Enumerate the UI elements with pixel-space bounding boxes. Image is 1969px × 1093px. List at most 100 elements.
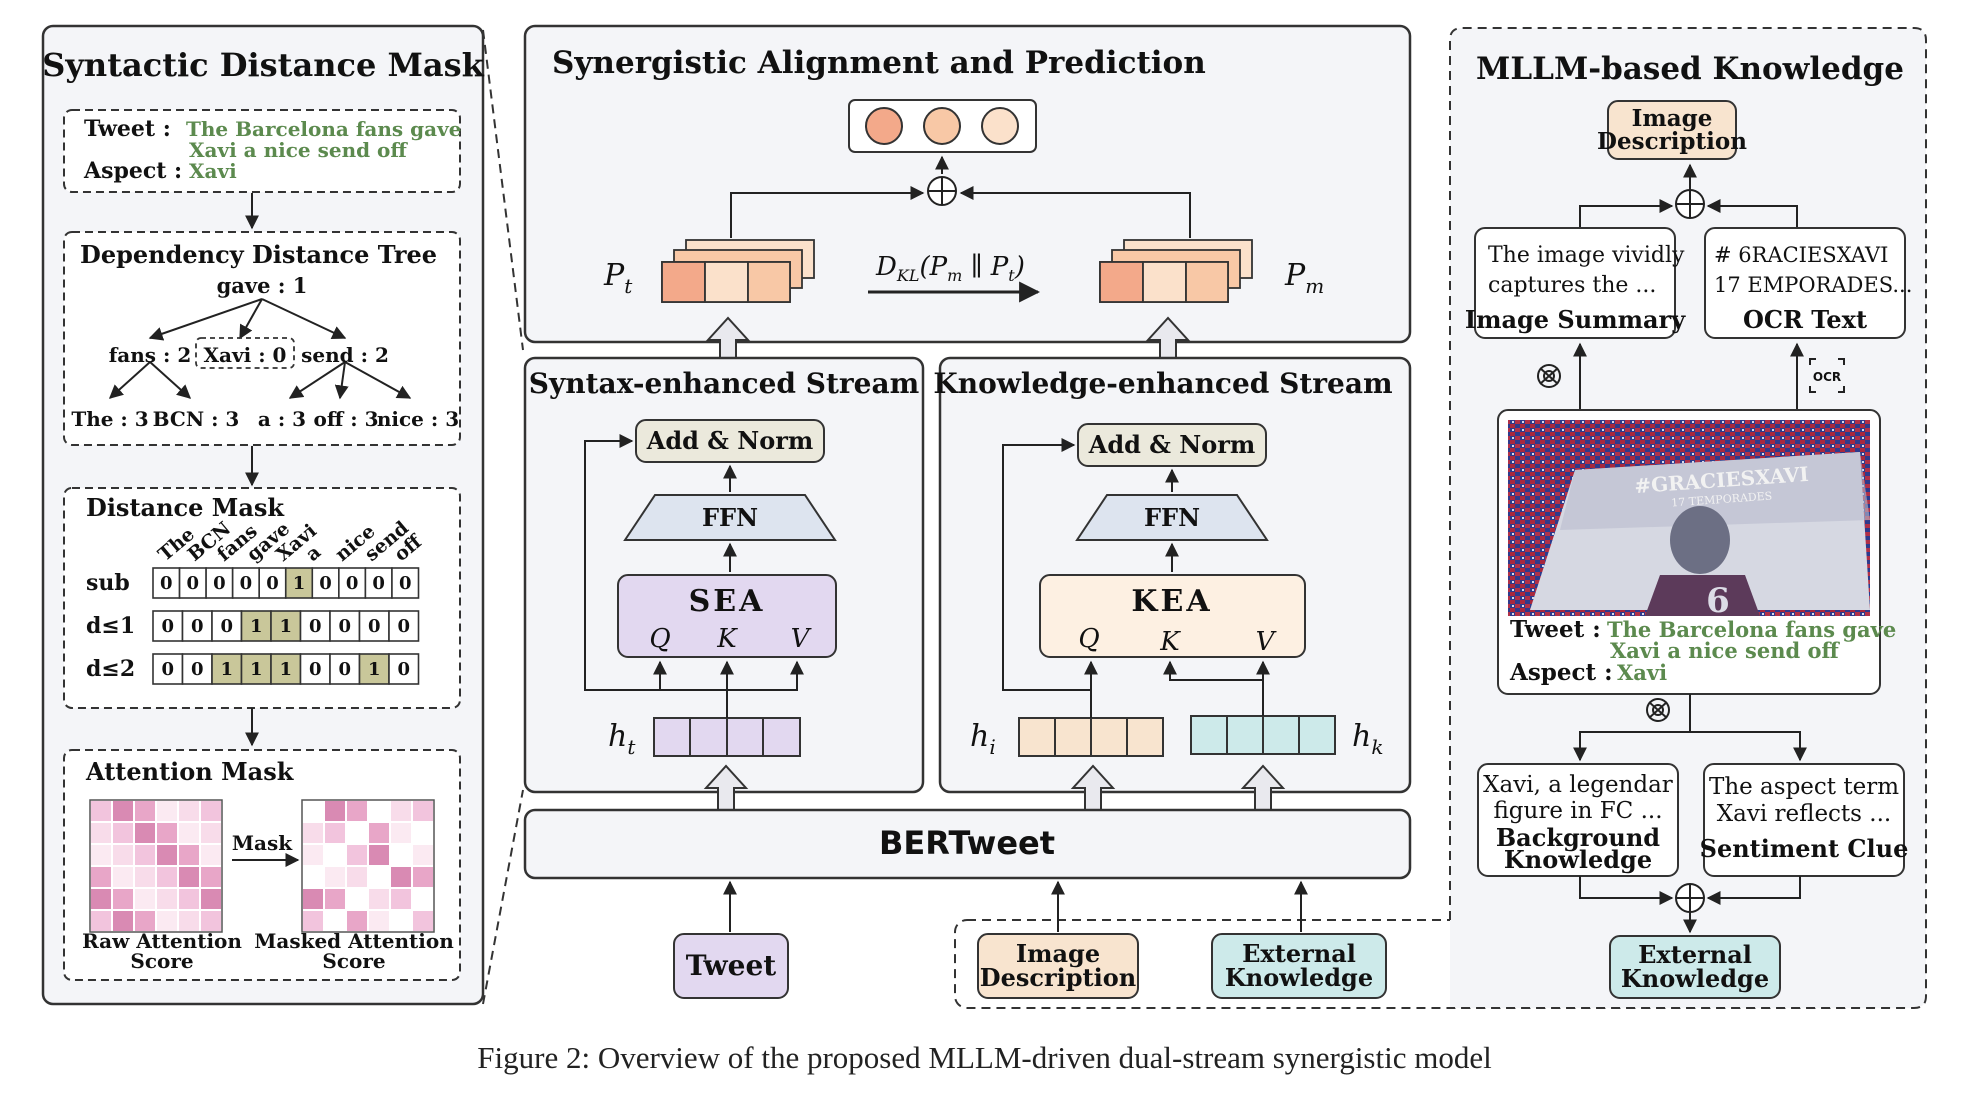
heatmap-cell — [389, 843, 413, 867]
distance-mask-row-label: d≤2 — [86, 656, 135, 682]
distance-mask-title: Distance Mask — [86, 493, 285, 522]
tree-leaf-bcn: BCN : 3 — [153, 407, 240, 431]
distance-mask-value: 0 — [213, 573, 226, 594]
distance-mask-value: 0 — [161, 659, 174, 680]
distance-mask-value: 1 — [220, 659, 233, 680]
tweet-label: Tweet : — [84, 116, 171, 142]
sentiment-clue-text-2: Xavi reflects ... — [1717, 801, 1891, 827]
heatmap-cell — [345, 799, 369, 823]
heatmap-cell — [345, 843, 369, 867]
hi-label: hi — [970, 719, 996, 759]
attention-mask-title: Attention Mask — [85, 757, 295, 786]
heatmap-cell — [89, 821, 113, 845]
distance-mask-value: 0 — [191, 616, 204, 637]
image-summary-label: Image Summary — [1465, 305, 1686, 334]
heatmap-cell — [345, 821, 369, 845]
distance-mask-value: 1 — [250, 659, 263, 680]
distance-mask-value: 1 — [368, 659, 381, 680]
sea-v: V — [791, 624, 812, 654]
knowledge-ffn: FFN — [1144, 503, 1200, 532]
mask-arrow-label: Mask — [232, 831, 293, 855]
input-image-description-1: Image — [1016, 939, 1100, 968]
distance-mask-value: 0 — [399, 573, 412, 594]
heatmap-cell — [133, 821, 157, 845]
distance-mask-cell — [231, 567, 260, 599]
synergistic-alignment-panel: Synergistic Alignment and Prediction Pt … — [523, 24, 1412, 344]
heatmap-cell — [323, 865, 347, 889]
knowledge-enhanced-stream: Knowledge-enhanced Stream Add & Norm FFN… — [933, 356, 1412, 794]
pm-label: Pm — [1284, 258, 1324, 298]
heatmap-cell — [89, 799, 113, 823]
ocr-scan-icon: OCR — [1809, 358, 1845, 393]
distance-mask-value: 1 — [279, 659, 292, 680]
heatmap-cell — [367, 887, 391, 911]
distance-mask-value: 1 — [250, 616, 263, 637]
distance-mask-cell — [358, 610, 390, 642]
heatmap-cell — [155, 843, 179, 867]
heatmap-cell — [111, 799, 135, 823]
heatmap-cell — [389, 799, 413, 823]
image-summary-text-1: The image vividly — [1488, 243, 1685, 268]
input-tweet: Tweet — [686, 949, 776, 982]
sea-block: SEA — [689, 584, 766, 619]
background-knowledge-label-2: Knowledge — [1504, 845, 1652, 874]
bertweet-encoder: BERTweet — [879, 824, 1055, 862]
distance-mask-value: 0 — [338, 616, 351, 637]
heatmap-cell — [155, 865, 179, 889]
distance-mask-cell — [391, 567, 420, 599]
distance-mask-value: 0 — [319, 573, 332, 594]
heatmap-cell — [111, 843, 135, 867]
mllm-knowledge-panel: MLLM-based Knowledge Image Description T… — [1449, 27, 1927, 1009]
heatmap-cell — [345, 887, 369, 911]
image-summary-text-2: captures the ... — [1488, 273, 1656, 298]
tree-leaf-a: a : 3 — [258, 407, 306, 431]
heatmap-cell — [155, 799, 179, 823]
card-tweet-label: Tweet : — [1510, 616, 1601, 643]
heatmap-cell — [111, 821, 135, 845]
heatmap-cell — [155, 887, 179, 911]
tree-node-xavi: Xavi : 0 — [204, 343, 287, 367]
heatmap-cell — [177, 865, 201, 889]
distance-mask-value: 0 — [397, 616, 410, 637]
syntax-add-norm: Add & Norm — [646, 426, 814, 455]
hi-vector — [1018, 717, 1164, 757]
mllm-external-knowledge-2: Knowledge — [1621, 964, 1769, 993]
card-aspect-label: Aspect : — [1509, 659, 1613, 686]
tree-node-fans: fans : 2 — [109, 343, 192, 367]
heatmap-cell — [411, 865, 435, 889]
pt-label: Pt — [603, 258, 633, 298]
encoder-to-stream-arrows — [703, 764, 1286, 813]
distance-mask-cell — [178, 567, 207, 599]
distance-mask-value: 0 — [220, 616, 233, 637]
heatmap-cell — [199, 799, 223, 823]
heatmap-cell — [177, 821, 201, 845]
heatmap-cell — [323, 821, 347, 845]
distance-mask-value: 0 — [346, 573, 359, 594]
distance-mask-value: 0 — [397, 659, 410, 680]
tree-title: Dependency Distance Tree — [80, 240, 437, 269]
heatmap-cell — [301, 821, 325, 845]
sentiment-clue-label: Sentiment Clue — [1700, 834, 1909, 863]
distance-mask-value: 0 — [338, 659, 351, 680]
kea-k: K — [1159, 627, 1181, 657]
right-panel-title: MLLM-based Knowledge — [1476, 51, 1904, 87]
kea-block: KEA — [1131, 584, 1212, 619]
heatmap-cell — [323, 799, 347, 823]
distance-mask-cell — [388, 610, 420, 642]
ocr-text-label: OCR Text — [1743, 305, 1867, 334]
heatmap-cell — [411, 843, 435, 867]
heatmap-cell — [155, 821, 179, 845]
heatmap-cell — [411, 799, 435, 823]
heatmap-cell — [367, 843, 391, 867]
input-external-knowledge-1: External — [1242, 939, 1356, 968]
background-knowledge-label-1: Background — [1496, 823, 1660, 852]
raw-attention-heatmap — [89, 799, 223, 933]
heatmap-cell — [323, 843, 347, 867]
tree-leaf-off: off : 3 — [314, 407, 379, 431]
distance-mask-cell — [211, 610, 243, 642]
heatmap-cell — [345, 865, 369, 889]
pt-prediction-stack — [661, 239, 815, 303]
kea-q: Q — [1078, 624, 1099, 654]
